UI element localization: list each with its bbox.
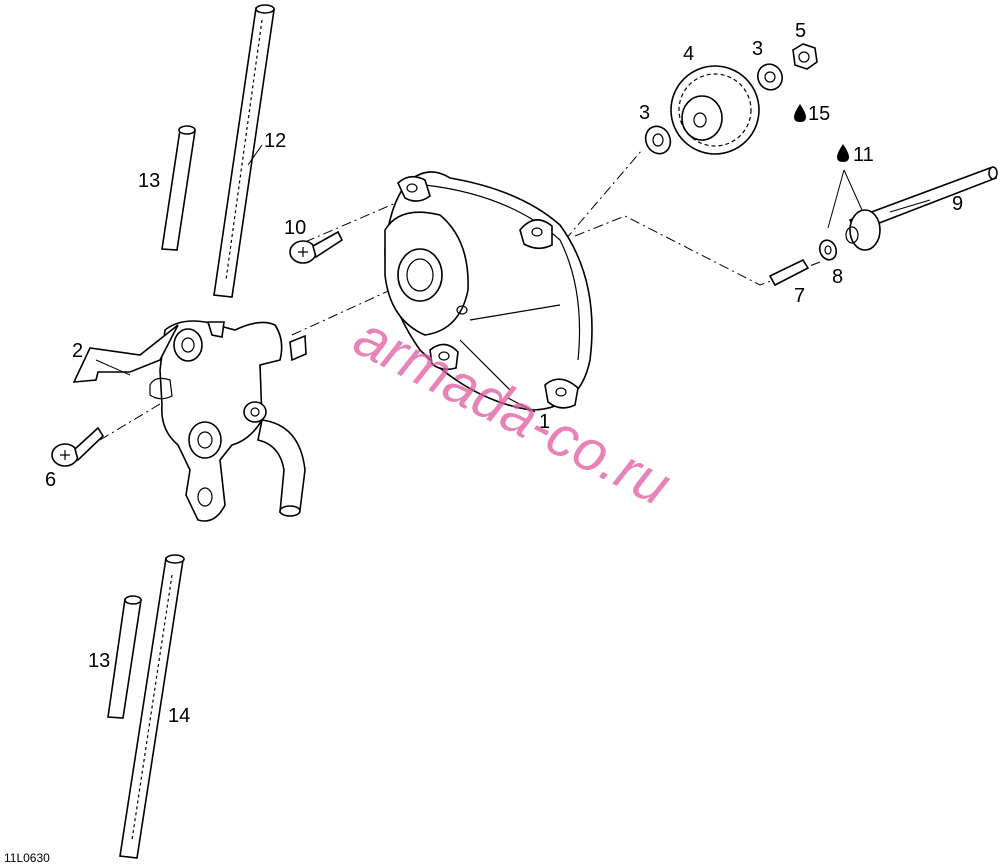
callout-8: 8 (832, 266, 843, 288)
screw-6 (51, 426, 105, 467)
callout-3-lower: 3 (639, 102, 650, 124)
callout-14: 14 (168, 705, 190, 727)
washer-8 (818, 239, 838, 261)
callout-2: 2 (72, 340, 83, 362)
callout-12: 12 (264, 130, 286, 152)
callout-10: 10 (284, 217, 306, 239)
oil-pump-assembly (72, 320, 307, 522)
callout-3-upper: 3 (752, 38, 763, 60)
callout-15: 15 (808, 103, 830, 125)
callout-13-upper: 13 (138, 170, 160, 192)
hose-13-lower (107, 595, 142, 719)
callout-9: 9 (952, 193, 963, 215)
callout-5: 5 (795, 20, 806, 42)
hose-14 (119, 554, 185, 859)
screw-10 (289, 230, 344, 264)
pump-cover-1 (384, 171, 593, 411)
washer-3-lower (644, 125, 672, 155)
callout-7: 7 (794, 285, 805, 307)
callout-13-lower: 13 (88, 650, 110, 672)
shaft-9 (845, 166, 998, 251)
callout-1: 1 (539, 411, 550, 433)
hose-12 (213, 4, 275, 298)
callout-6: 6 (45, 469, 56, 491)
nut-5 (792, 43, 818, 70)
callout-11: 11 (853, 144, 874, 166)
washer-3-upper (757, 63, 783, 91)
oil-drop-icon (837, 144, 849, 162)
leader-lines (95, 144, 931, 413)
oil-drop-icon (794, 104, 806, 122)
image-code: 11L0630 (4, 851, 50, 865)
gear-4 (670, 65, 760, 155)
pin-7 (768, 258, 810, 287)
callout-4: 4 (683, 43, 694, 65)
hose-13-upper (161, 125, 196, 251)
